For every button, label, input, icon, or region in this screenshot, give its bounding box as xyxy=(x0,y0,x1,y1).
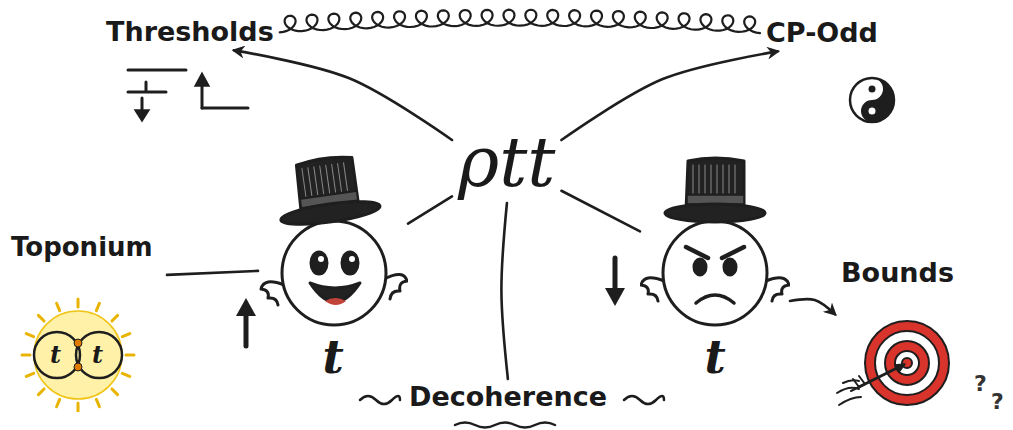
spin-down-arrow xyxy=(605,258,625,306)
toponium-node: Toponium xyxy=(5,230,167,412)
arrow-connector xyxy=(234,50,452,140)
topic-label: Thresholds xyxy=(100,14,280,50)
quark-letter: t xyxy=(50,342,61,368)
topic-label: Decoherence xyxy=(403,379,613,415)
node-text: CP-Odd xyxy=(760,15,884,51)
bounds-node: Bounds xyxy=(835,255,975,415)
top-quark-character: t xyxy=(640,155,790,385)
top-quark-character: t xyxy=(258,155,408,385)
line-connector xyxy=(501,203,507,379)
threshold-levels-icon xyxy=(128,70,248,121)
topic-label: CP-Odd xyxy=(760,15,884,51)
arrow-connector xyxy=(561,51,777,140)
node-text: ρtt xyxy=(452,122,561,203)
central-symbol: ρtt xyxy=(452,122,561,203)
question-mark: ? xyxy=(991,390,1004,414)
node-text: Bounds xyxy=(835,255,960,291)
arrow-connector xyxy=(790,299,835,314)
line-connector xyxy=(167,271,258,275)
line-connector xyxy=(561,191,640,232)
line-connector xyxy=(408,196,452,223)
node-text: Toponium xyxy=(5,230,159,265)
spin-up-arrow xyxy=(236,298,256,346)
node-text: Decoherence xyxy=(403,379,613,415)
gluon-connector xyxy=(280,10,760,33)
question-mark: ? xyxy=(974,372,987,396)
node-text: t xyxy=(316,330,349,385)
node-text: t xyxy=(698,330,731,385)
quark-letter: t xyxy=(92,342,103,368)
node-text: Thresholds xyxy=(100,14,280,50)
yin-yang-symbol xyxy=(850,78,894,122)
